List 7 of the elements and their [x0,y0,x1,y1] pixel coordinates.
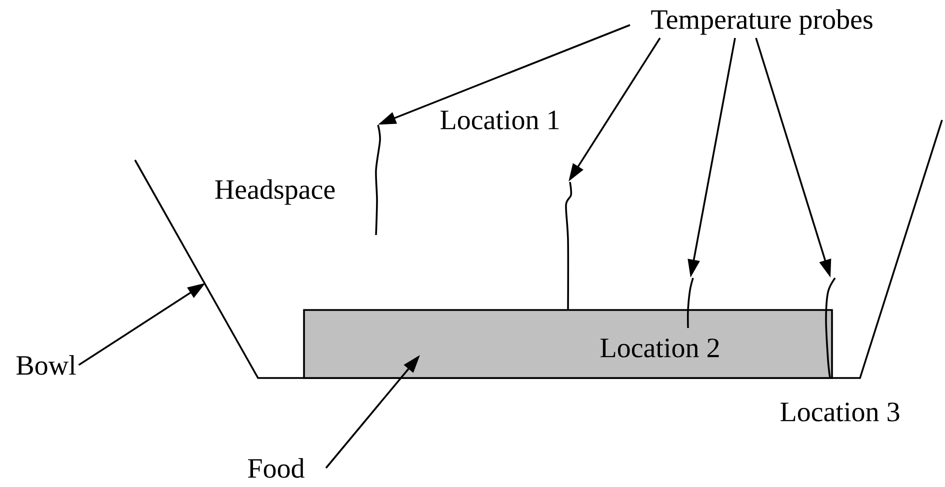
location-label: Location 3 [780,402,900,422]
location-label: Location 2 [600,338,719,358]
probe-label: Temperature probes [651,9,872,35]
location-label: Location 1 [440,110,559,130]
region-label: Headspace [215,179,335,205]
part-label: Food [248,458,304,478]
part-label: Bowl [16,355,76,375]
